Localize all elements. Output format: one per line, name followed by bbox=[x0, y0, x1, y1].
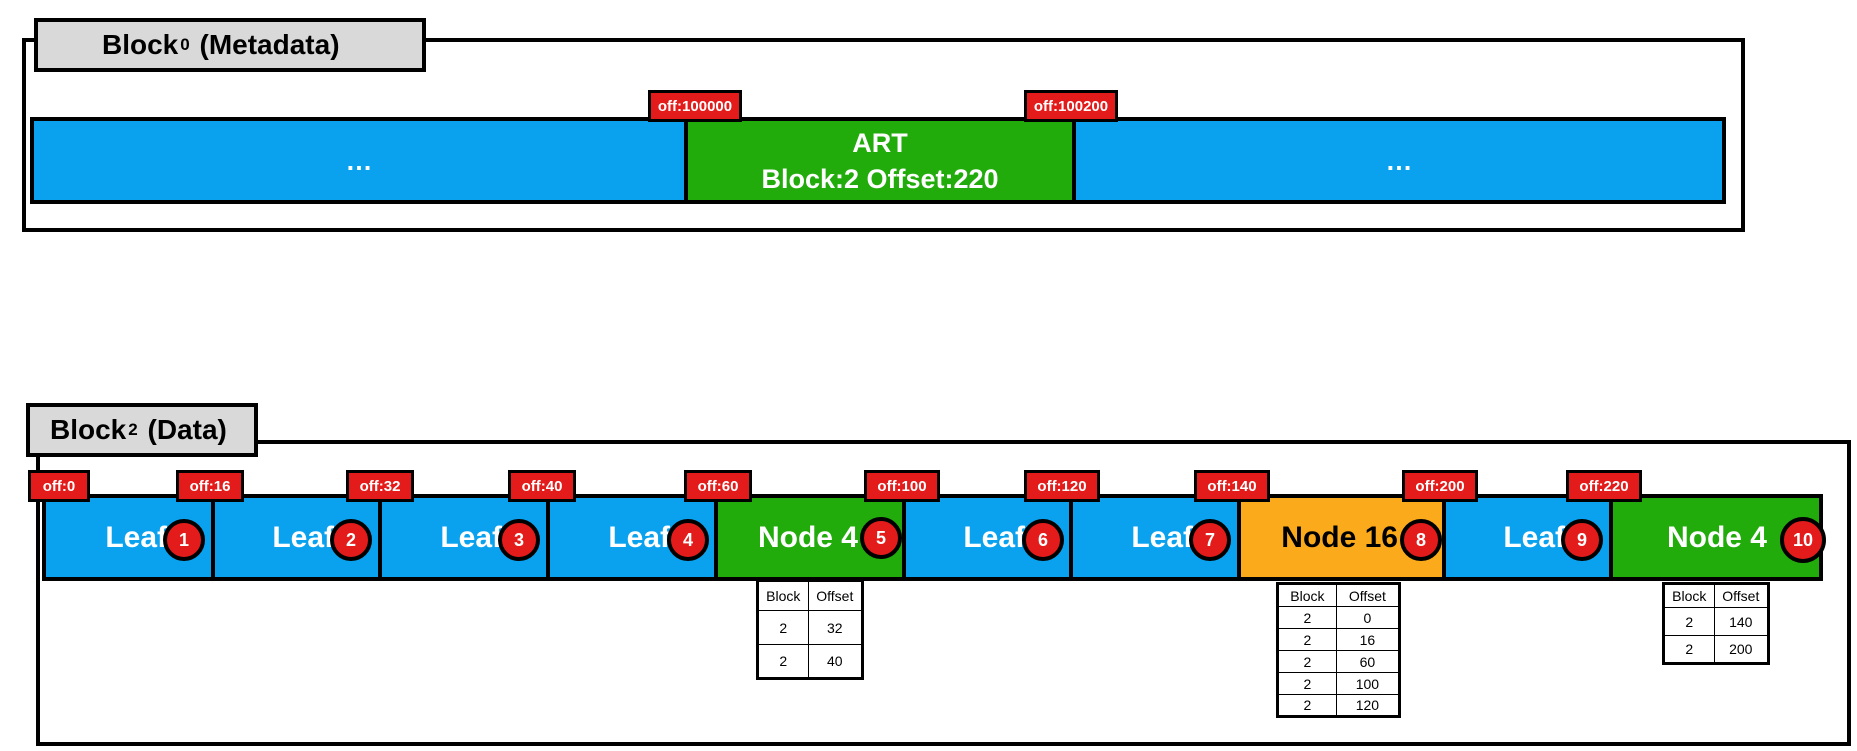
metadata-segment-left: … bbox=[30, 117, 688, 204]
segment-node16-8: Node 16 bbox=[1237, 494, 1446, 581]
metadata-segment-right: … bbox=[1072, 117, 1726, 204]
metadata-segment-right-label: … bbox=[1385, 145, 1413, 176]
data-title-rest: (Data) bbox=[147, 414, 227, 445]
segment-number-badge: 4 bbox=[667, 519, 709, 561]
table-header-block: Block bbox=[1663, 583, 1715, 608]
offset-badge-100200: off:100200 bbox=[1024, 90, 1118, 122]
table-row: 2 32 bbox=[757, 610, 864, 645]
table-header-block: Block bbox=[1277, 583, 1337, 607]
segment-leaf-2: Leaf bbox=[211, 494, 382, 581]
segment-number-badge: 1 bbox=[163, 519, 205, 561]
segment-number-badge: 10 bbox=[1780, 517, 1826, 563]
segment-label: Node 4 bbox=[757, 520, 858, 554]
offset-badge-100000: off:100000 bbox=[648, 90, 742, 122]
segment-number-badge: 5 bbox=[860, 517, 902, 559]
offset-badge-100: off:100 bbox=[864, 470, 940, 502]
segment-number-badge: 9 bbox=[1561, 519, 1603, 561]
table-header-offset: Offset bbox=[1335, 583, 1401, 607]
segment-label: Leaf bbox=[105, 520, 167, 554]
segment-leaf-3: Leaf bbox=[378, 494, 550, 581]
segment-number-badge: 7 bbox=[1189, 519, 1231, 561]
offset-badge-220: off:220 bbox=[1566, 470, 1642, 502]
segment-label: Node 4 bbox=[1666, 520, 1767, 554]
segment-label: Leaf bbox=[272, 520, 334, 554]
table-row: 2 40 bbox=[757, 644, 864, 679]
metadata-segment-art: ART Block:2 Offset:220 bbox=[684, 117, 1076, 204]
segment-label: Leaf bbox=[608, 520, 670, 554]
segment-label: Leaf bbox=[963, 520, 1025, 554]
metadata-title-sub: 0 bbox=[180, 35, 190, 54]
segment-label: Leaf bbox=[1131, 520, 1193, 554]
metadata-title-rest: (Metadata) bbox=[199, 29, 340, 60]
metadata-segment-left-label: … bbox=[345, 145, 373, 176]
segment-label: Leaf bbox=[1503, 520, 1565, 554]
art-pointer-label: Block:2 Offset:220 bbox=[761, 163, 999, 194]
segment-label: Node 16 bbox=[1281, 520, 1398, 554]
data-title-main: Block bbox=[50, 414, 127, 445]
art-label: ART bbox=[852, 127, 908, 158]
data-title-sub: 2 bbox=[128, 420, 138, 439]
segment-number-badge: 3 bbox=[498, 519, 540, 561]
offset-badge-40: off:40 bbox=[508, 470, 576, 502]
node4-5-children-table: Block Offset 2 32 2 40 bbox=[756, 579, 864, 680]
segment-number-badge: 8 bbox=[1400, 519, 1442, 561]
table-header-offset: Offset bbox=[1713, 583, 1770, 608]
data-block-frame bbox=[36, 440, 1851, 746]
offset-badge-60: off:60 bbox=[684, 470, 752, 502]
segment-number-badge: 6 bbox=[1022, 519, 1064, 561]
segment-label: Leaf bbox=[440, 520, 502, 554]
offset-badge-120: off:120 bbox=[1024, 470, 1100, 502]
offset-badge-16: off:16 bbox=[176, 470, 244, 502]
metadata-title-main: Block bbox=[102, 29, 179, 60]
segment-number-badge: 2 bbox=[330, 519, 372, 561]
offset-badge-32: off:32 bbox=[346, 470, 414, 502]
offset-badge-0: off:0 bbox=[28, 470, 90, 502]
offset-badge-200: off:200 bbox=[1402, 470, 1478, 502]
table-header-block: Block bbox=[757, 580, 809, 611]
table-header-offset: Offset bbox=[807, 580, 864, 611]
segment-node4-5: Node 4 bbox=[714, 494, 906, 581]
offset-badge-140: off:140 bbox=[1194, 470, 1270, 502]
